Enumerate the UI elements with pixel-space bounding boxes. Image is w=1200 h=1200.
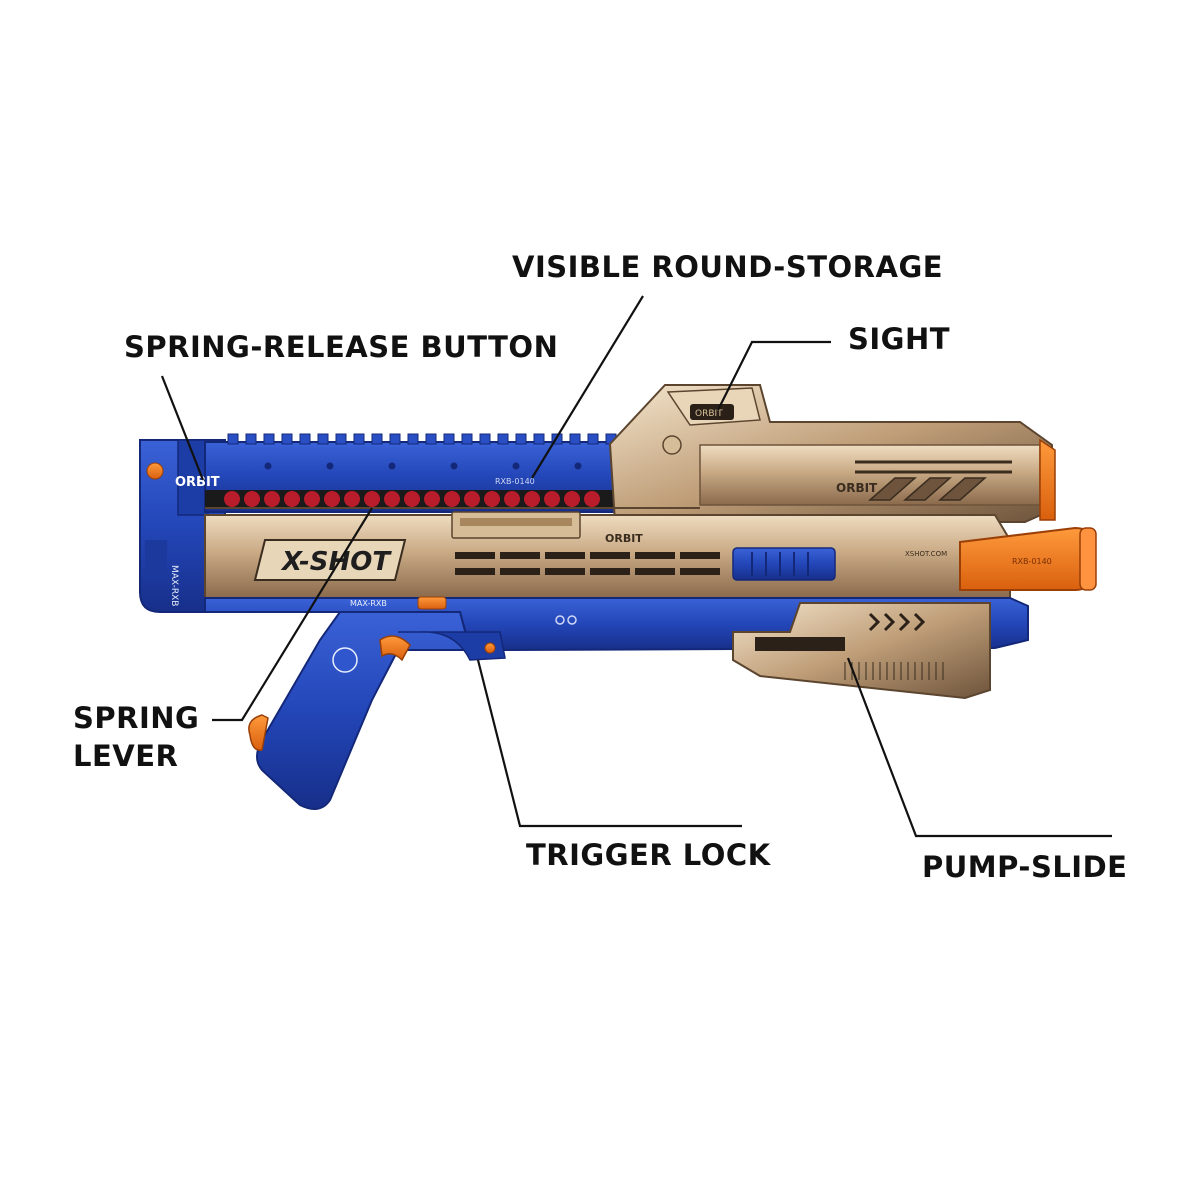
- muzzle-model-mark: RXB-0140: [1012, 557, 1052, 566]
- pump-slide[interactable]: [732, 602, 991, 700]
- upper-shroud: ORBIT ORBIT: [608, 384, 1053, 523]
- leader-pump-slide: [846, 657, 1112, 838]
- brand-mark-shroud: ORBIT: [836, 481, 878, 495]
- label-pump-slide: PUMP-SLIDE: [922, 850, 1128, 884]
- spring-lever-tab[interactable]: [417, 596, 447, 610]
- leader-spring-lever: [212, 507, 373, 722]
- shroud-accent: [1039, 438, 1056, 521]
- spring-lever[interactable]: [248, 714, 269, 751]
- spec-mark: MAX-RXB: [350, 599, 387, 608]
- site-mark: XSHOT.COM: [905, 550, 947, 558]
- pistol-grip: [248, 611, 506, 810]
- sight: ORBIT: [666, 387, 761, 426]
- x-shot-logo: X-SHOT: [253, 539, 407, 581]
- trigger-lock[interactable]: [484, 642, 496, 654]
- model-mark-upper: RXB-0140: [495, 477, 535, 486]
- brand-mark-stock: ORBIT: [175, 475, 220, 490]
- muzzle: RXB-0140: [959, 526, 1097, 591]
- stock-spec-text: MAX-RXB: [169, 565, 179, 606]
- brand-mark-body: ORBIT: [605, 532, 643, 545]
- label-spring-lever-line1: SPRING: [73, 701, 200, 735]
- svg-text:X-SHOT: X-SHOT: [280, 547, 392, 577]
- label-trigger-lock: TRIGGER LOCK: [526, 838, 771, 872]
- label-spring-lever: SPRING LEVER: [73, 699, 199, 775]
- trigger[interactable]: [379, 635, 411, 662]
- label-sight: SIGHT: [848, 322, 951, 356]
- label-visible-round-storage: VISIBLE ROUND-STORAGE: [512, 250, 944, 284]
- leader-spring-release: [160, 375, 205, 481]
- label-spring-lever-line2: LEVER: [73, 739, 179, 773]
- leader-trigger-lock: [476, 659, 742, 828]
- spring-release-button[interactable]: [146, 462, 164, 480]
- leader-round-storage: [531, 295, 644, 479]
- sight-brand: ORBIT: [695, 409, 723, 419]
- leader-sight: [717, 340, 831, 411]
- main-body: X-SHOT ORBIT XSHOT.COM: [204, 507, 1011, 599]
- label-spring-release-button: SPRING-RELEASE BUTTON: [124, 330, 559, 364]
- round-storage-balls: [224, 491, 600, 507]
- upper-receiver: ORBIT RXB-0140: [175, 433, 621, 513]
